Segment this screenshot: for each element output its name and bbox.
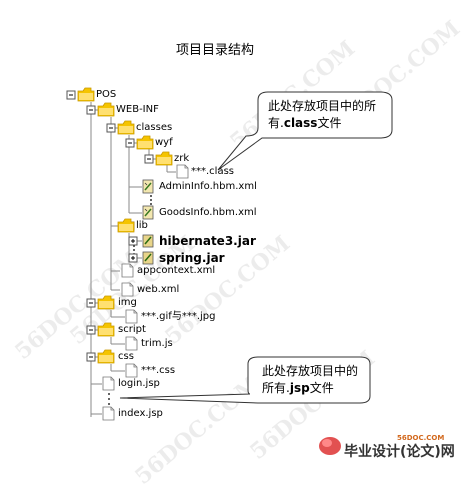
site-logo-icon [319, 437, 341, 455]
file-icon [121, 263, 134, 278]
file-icon [125, 363, 138, 378]
directory-diagram: 56DOC.COM 56DOC.COM 56DOC.COM 56DOC.COM … [10, 16, 465, 490]
tree-node-trim-js: trim.js [141, 338, 173, 349]
tree-node-webxml: web.xml [137, 284, 180, 295]
jar-file-icon [142, 234, 154, 248]
folder-icon [97, 349, 115, 364]
folder-icon [136, 135, 154, 150]
diagram-title: 项目目录结构 [176, 43, 255, 58]
tree-node-img-files: ***.gif与***.jpg [141, 311, 216, 322]
file-icon [125, 309, 138, 324]
tree-node-goodsinfo: GoodsInfo.hbm.xml [159, 207, 257, 218]
tree-connectors [66, 90, 176, 417]
jsp-callout-line1: 此处存放项目中的 [262, 364, 359, 378]
folder-icon [117, 218, 135, 233]
class-callout-prefix: 有. [268, 116, 284, 130]
tree-node-img: img [118, 297, 137, 308]
tree-node-login-jsp: login.jsp [118, 378, 160, 389]
tree-node-wyf: wyf [155, 137, 173, 148]
tree-node-lib: lib [136, 220, 148, 231]
class-callout-bubble [217, 91, 393, 171]
tree-node-spring-jar: spring.jar [159, 251, 225, 265]
file-icon [125, 336, 138, 351]
class-callout-suffix: 文件 [317, 116, 342, 130]
folder-icon [77, 87, 95, 102]
file-icon [102, 406, 115, 421]
folder-icon [117, 120, 135, 135]
file-icon [121, 282, 134, 297]
jsp-callout-prefix: 所有. [262, 381, 290, 395]
tree-node-hibernate-jar: hibernate3.jar [159, 234, 256, 248]
jsp-callout-ext: jsp [289, 381, 310, 395]
tree-node-zrk: zrk [174, 153, 190, 164]
jsp-callout-text: 此处存放项目中的 所有.jsp文件 [262, 363, 358, 397]
tree-node-css: css [118, 351, 134, 362]
folder-icon [155, 151, 173, 166]
folder-icon [97, 102, 115, 117]
folder-icon [97, 295, 115, 310]
xml-file-icon [142, 179, 154, 194]
tree-node-classes: classes [136, 122, 173, 133]
tree-node-pos: POS [96, 89, 117, 100]
jsp-callout-suffix: 文件 [309, 381, 334, 395]
tree-node-admininfo: AdminInfo.hbm.xml [159, 181, 257, 192]
jsp-callout-bubble [119, 356, 371, 404]
tree-node-script: script [118, 324, 146, 335]
xml-file-icon [142, 205, 154, 220]
class-callout-ext: class [283, 116, 318, 130]
file-icon [176, 164, 189, 179]
class-callout-line2: 有.class文件 [268, 115, 376, 132]
file-icon [102, 376, 115, 391]
tree-node-css-files: ***.css [141, 365, 176, 376]
icon-layer [77, 87, 393, 455]
class-callout-line1: 此处存放项目中的所 [268, 99, 377, 113]
jsp-callout-line2: 所有.jsp文件 [262, 380, 358, 397]
folder-icon [97, 322, 115, 337]
jar-file-icon [142, 251, 154, 265]
tree-node-index-jsp: index.jsp [118, 408, 163, 419]
tree-node-web-inf: WEB-INF [116, 104, 159, 115]
class-callout-text: 此处存放项目中的所 有.class文件 [268, 98, 376, 132]
footer-url: 56DOC.COM [397, 434, 445, 442]
tree-node-class-files: ***.class [191, 166, 235, 177]
footer-brand: 毕业设计(论文)网 [344, 444, 455, 460]
tree-node-appcontext: appcontext.xml [137, 265, 216, 276]
